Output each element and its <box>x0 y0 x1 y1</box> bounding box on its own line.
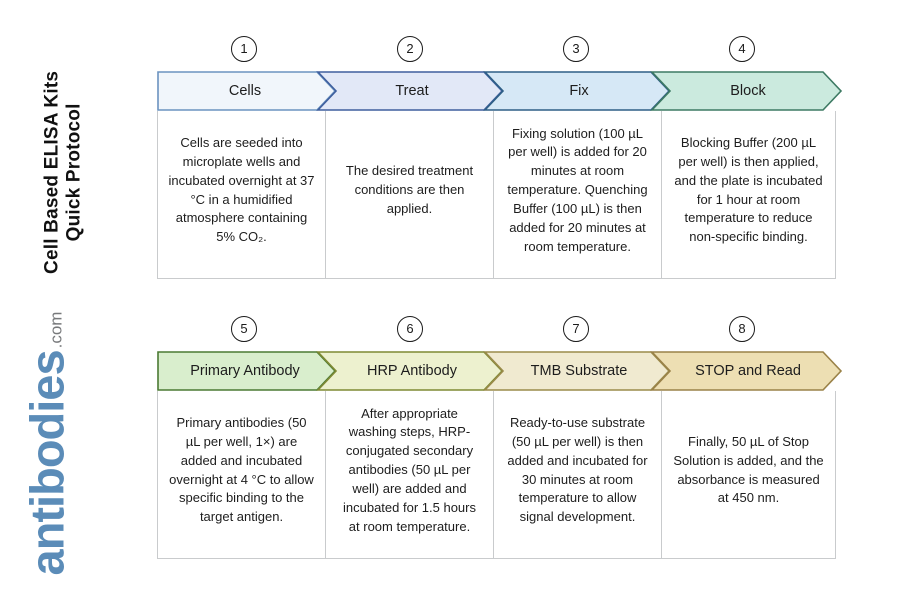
step-header-3[interactable]: Fix <box>491 71 663 111</box>
page-title-line-1: Cell Based ELISA Kits <box>41 70 63 274</box>
step-body-text-4: Blocking Buffer (200 µL per well) is the… <box>674 134 823 245</box>
step-number-2: 2 <box>397 36 423 62</box>
step-body-text-6: After appropriate washing steps, HRP-con… <box>343 405 476 534</box>
step-header-6[interactable]: HRP Antibody <box>324 351 496 391</box>
step-body-cell-5: Primary antibodies (50 µL per well, 1×) … <box>157 391 326 559</box>
step-header-4[interactable]: Block <box>658 71 834 111</box>
step-body-text-5: Primary antibodies (50 µL per well, 1×) … <box>169 414 314 525</box>
step-body-text-2: The desired treatment conditions are the… <box>345 163 474 216</box>
chevron-shape-4[interactable] <box>650 71 843 111</box>
step-number-7: 7 <box>563 316 589 342</box>
row-1-step-headers: Cells Treat Fix Block <box>157 71 843 111</box>
step-body-text-7: Ready-to-use substrate (50 µL per well) … <box>507 414 648 525</box>
step-number-6: 6 <box>397 316 423 342</box>
step-number-5: 5 <box>231 316 257 342</box>
step-body-cell-4: Blocking Buffer (200 µL per well) is the… <box>661 111 836 279</box>
step-label-2: Treat <box>395 83 429 99</box>
step-body-text-1: Cells are seeded into microplate wells a… <box>168 134 315 245</box>
step-header-5[interactable]: Primary Antibody <box>157 351 329 391</box>
step-body-text-8: Finally, 50 µL of Stop Solution is added… <box>673 433 824 506</box>
step-body-cell-6: After appropriate washing steps, HRP-con… <box>325 391 494 559</box>
step-header-1[interactable]: Cells <box>157 71 329 111</box>
step-number-4: 4 <box>729 36 755 62</box>
step-label-5: Primary Antibody <box>190 363 300 379</box>
step-body-cell-1: Cells are seeded into microplate wells a… <box>157 111 326 279</box>
protocol-row-1: 1 2 3 4 Cells Treat Fix Block Cells are … <box>157 36 843 279</box>
chevron-shape-8[interactable] <box>650 351 843 391</box>
row-2-chevron-shapes <box>157 351 843 391</box>
watermark-brand: antibodies <box>20 350 74 576</box>
watermark-tld: .com <box>46 311 66 349</box>
protocol-row-2: 5 6 7 8 Primary Antibody HRP Antibody TM… <box>157 316 843 559</box>
step-number-3: 3 <box>563 36 589 62</box>
step-body-cell-7: Ready-to-use substrate (50 µL per well) … <box>493 391 662 559</box>
step-body-cell-2: The desired treatment conditions are the… <box>325 111 494 279</box>
page-title: Cell Based ELISA Kits Quick Protocol <box>42 22 87 322</box>
step-body-cell-3: Fixing solution (100 µL per well) is add… <box>493 111 662 279</box>
step-header-8[interactable]: STOP and Read <box>658 351 834 391</box>
row-1-chevron-shapes <box>157 71 843 111</box>
step-label-3: Fix <box>569 83 589 99</box>
step-label-7: TMB Substrate <box>530 363 628 379</box>
step-label-6: HRP Antibody <box>366 363 457 379</box>
step-label-4: Block <box>730 83 766 99</box>
row-2-step-headers: Primary Antibody HRP Antibody TMB Substr… <box>157 351 843 391</box>
page-title-line-2: Quick Protocol <box>64 103 85 242</box>
step-label-8: STOP and Read <box>695 363 801 379</box>
step-number-1: 1 <box>231 36 257 62</box>
step-body-text-3: Fixing solution (100 µL per well) is add… <box>507 125 648 254</box>
protocol-diagram-canvas: Cell Based ELISA Kits Quick Protocol ant… <box>21 22 843 575</box>
step-header-7[interactable]: TMB Substrate <box>491 351 663 391</box>
step-number-8: 8 <box>729 316 755 342</box>
step-header-2[interactable]: Treat <box>324 71 496 111</box>
row-1-step-numbers: 1 2 3 4 <box>157 36 843 66</box>
row-2-step-numbers: 5 6 7 8 <box>157 316 843 346</box>
row-1-step-bodies: Cells are seeded into microplate wells a… <box>157 111 843 279</box>
row-2-step-bodies: Primary antibodies (50 µL per well, 1×) … <box>157 391 843 559</box>
step-label-1: Cells <box>228 83 262 99</box>
step-body-cell-8: Finally, 50 µL of Stop Solution is added… <box>661 391 836 559</box>
watermark: antibodies .com <box>20 279 74 609</box>
